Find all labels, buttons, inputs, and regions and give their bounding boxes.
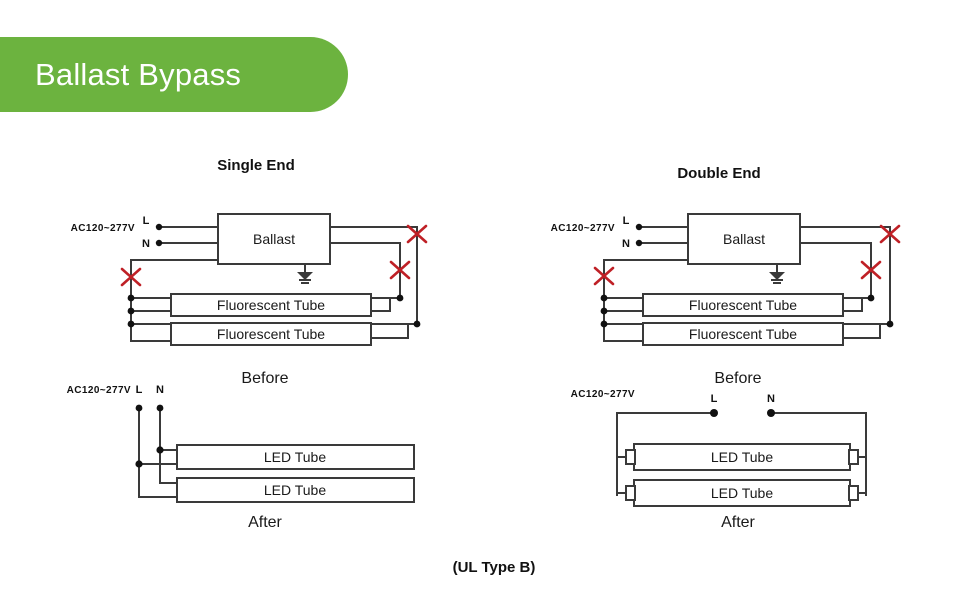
double-end-after-diagram: AC120~277V L N LED Tube LED Tube <box>571 389 867 531</box>
double-after-line-label: L <box>711 393 718 405</box>
single-before-caption: Before <box>241 370 288 387</box>
double-before-junction-dot <box>600 294 608 302</box>
single-after-voltage-label: AC120~277V <box>67 385 131 396</box>
double-before-caption: Before <box>714 370 761 387</box>
double-before-ballast-box <box>687 213 801 265</box>
double-before-voltage-label: AC120~277V <box>551 223 615 234</box>
single-after-tube-1 <box>176 444 415 470</box>
double-before-tube-1 <box>642 293 844 317</box>
double-after-neutral-terminal <box>767 409 775 417</box>
single-before-junction-dot <box>127 320 135 328</box>
single-before-neutral-terminal <box>155 239 163 247</box>
double-before-junction-dot <box>886 320 894 328</box>
double-before-x-mark-outer <box>879 224 901 244</box>
single-before-x-mark-outer <box>406 224 428 244</box>
double-before-tube-1-label: Fluorescent Tube <box>689 297 797 313</box>
single-before-tube-1-label: Fluorescent Tube <box>217 297 325 313</box>
double-end-before-diagram: AC120~277V L N Ballast Fluorescent Tub <box>551 213 901 387</box>
double-before-neutral-label: N <box>622 238 630 250</box>
single-after-tube-1-label: LED Tube <box>264 449 326 465</box>
single-before-junction-dot <box>396 294 404 302</box>
double-before-junction-dot <box>600 320 608 328</box>
single-before-ground-icon <box>297 272 313 284</box>
double-after-tube-2-cap-left <box>625 485 636 501</box>
single-before-tube-2 <box>170 322 372 346</box>
single-after-caption: After <box>248 514 282 531</box>
double-before-line-label: L <box>623 215 630 227</box>
single-before-junction-dot <box>127 294 135 302</box>
single-after-junction-dot <box>156 446 164 454</box>
single-before-junction-dot <box>127 307 135 315</box>
single-before-neutral-label: N <box>142 238 150 250</box>
double-after-tube-2-cap-right <box>848 485 859 501</box>
double-after-tube-1-cap-right <box>848 449 859 465</box>
single-after-line-label: L <box>136 384 143 396</box>
single-end-before-diagram: AC120~277V L N Ballast <box>71 213 428 387</box>
single-before-voltage-label: AC120~277V <box>71 223 135 234</box>
double-before-neutral-terminal <box>635 239 643 247</box>
double-after-line-terminal <box>710 409 718 417</box>
double-after-caption: After <box>721 514 755 531</box>
double-before-junction-dot <box>867 294 875 302</box>
single-before-ballast-label: Ballast <box>253 231 295 247</box>
double-end-title: Double End <box>677 165 760 182</box>
double-after-tube-1-cap-left <box>625 449 636 465</box>
single-end-title: Single End <box>217 157 295 174</box>
double-after-voltage-label: AC120~277V <box>571 389 635 400</box>
single-before-tube-1 <box>170 293 372 317</box>
single-before-line-label: L <box>143 215 150 227</box>
single-after-junction-dot <box>135 460 143 468</box>
double-before-junction-dot <box>600 307 608 315</box>
double-before-tube-2-label: Fluorescent Tube <box>689 326 797 342</box>
double-after-tube-2-label: LED Tube <box>711 485 773 501</box>
single-before-tube-2-label: Fluorescent Tube <box>217 326 325 342</box>
double-before-x-mark-inner <box>860 260 882 280</box>
single-after-tube-2-label: LED Tube <box>264 482 326 498</box>
single-after-tube-2 <box>176 477 415 503</box>
single-after-line-terminal <box>135 404 143 412</box>
single-before-line-terminal <box>155 223 163 231</box>
single-before-x-mark-inner <box>389 260 411 280</box>
double-before-ballast-label: Ballast <box>723 231 765 247</box>
single-after-neutral-terminal <box>156 404 164 412</box>
double-before-ground-icon <box>769 272 785 284</box>
single-after-neutral-label: N <box>156 384 164 396</box>
single-before-junction-dot <box>413 320 421 328</box>
double-after-tube-1-label: LED Tube <box>711 449 773 465</box>
double-after-neutral-label: N <box>767 393 775 405</box>
page-title: Ballast Bypass <box>35 56 242 92</box>
single-before-ballast-box <box>217 213 331 265</box>
double-before-line-terminal <box>635 223 643 231</box>
single-end-after-diagram: AC120~277V L N LED Tube LED Tube After <box>67 384 415 531</box>
page-banner: Ballast Bypass <box>0 37 348 112</box>
single-before-x-mark-left <box>120 267 142 287</box>
double-before-tube-2 <box>642 322 844 346</box>
double-before-x-mark-left <box>593 266 615 286</box>
footer-caption: (UL Type B) <box>453 559 536 576</box>
